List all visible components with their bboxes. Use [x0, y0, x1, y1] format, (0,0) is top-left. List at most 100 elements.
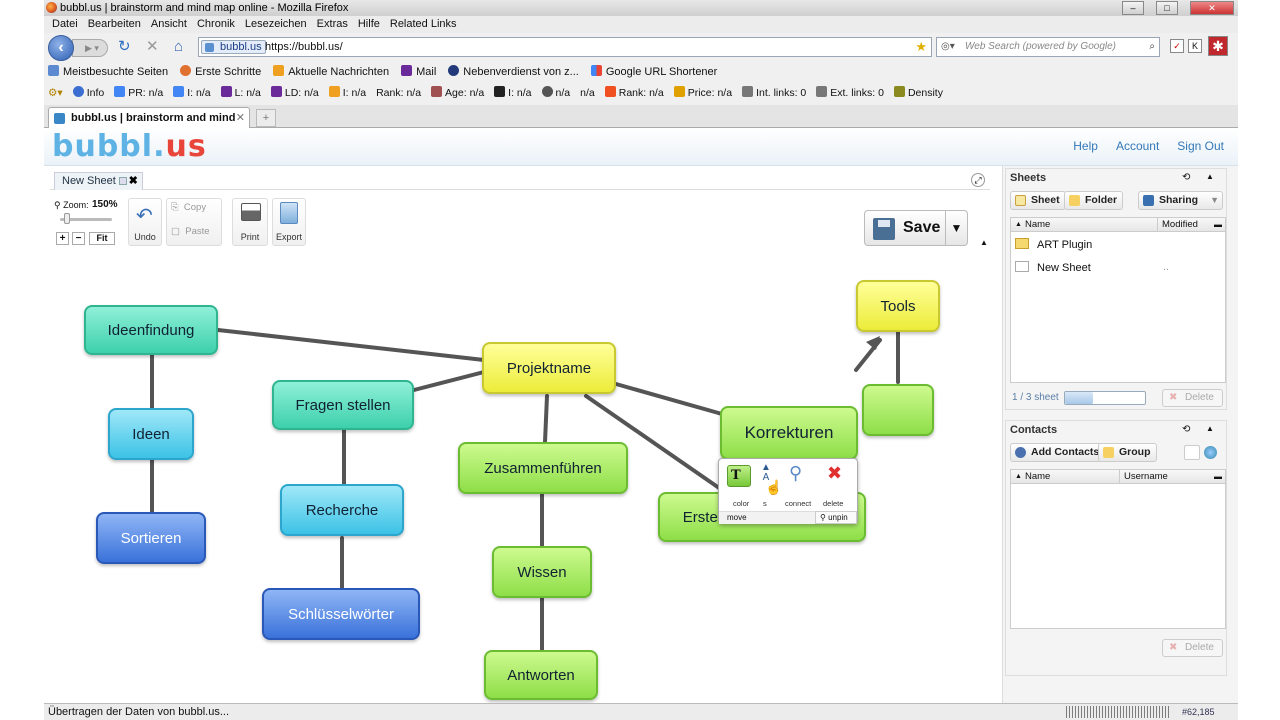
menu-bearbeiten[interactable]: Bearbeiten	[87, 18, 141, 30]
zoom-fit-button[interactable]: Fit	[89, 232, 115, 245]
mindmap-node[interactable]: Ideenfindung	[84, 305, 218, 355]
seo-item[interactable]: Rank: n/a	[604, 83, 664, 103]
column-menu-icon[interactable]: ▬	[1214, 472, 1222, 481]
status-icon[interactable]	[1204, 446, 1217, 459]
menu-ansicht[interactable]: Ansicht	[150, 18, 187, 30]
help-link[interactable]: Help	[1073, 139, 1098, 153]
mindmap-node[interactable]: Tools	[856, 280, 940, 332]
mindmap-node-empty[interactable]	[862, 384, 934, 436]
bookmark-item[interactable]: Mail	[401, 63, 436, 81]
mindmap-node[interactable]: Zusammenführen	[458, 442, 628, 494]
zoom-in-button[interactable]: +	[56, 232, 69, 245]
sheet-row[interactable]: New Sheet..	[1015, 261, 1169, 274]
gear-icon[interactable]: ⚙▾	[48, 87, 63, 99]
unpin-button[interactable]: ⚲ unpin	[815, 511, 857, 524]
menu-extras[interactable]: Extras	[316, 18, 348, 30]
seo-item[interactable]: Int. links: 0	[742, 83, 806, 103]
mindmap-node[interactable]: Projektname	[482, 342, 616, 394]
bookmark-item[interactable]: Aktuelle Nachrichten	[273, 63, 389, 81]
maximize-button[interactable]: □	[1156, 1, 1178, 15]
seo-item[interactable]: I: n/a	[494, 83, 532, 103]
bookmark-item[interactable]: Erste Schritte	[180, 63, 261, 81]
account-link[interactable]: Account	[1115, 139, 1160, 153]
column-header-username[interactable]: Username	[1119, 470, 1168, 483]
seo-item[interactable]: Ext. links: 0	[816, 83, 884, 103]
address-bar[interactable]: bubbl.us https://bubbl.us/ ★	[198, 37, 932, 57]
mindmap-node[interactable]: Fragen stellen	[272, 380, 414, 430]
close-window-button[interactable]: ✕	[1190, 1, 1234, 15]
seo-item[interactable]: I: n/a	[173, 83, 211, 103]
save-dropdown-icon[interactable]: ▼	[945, 211, 967, 245]
stop-icon[interactable]: ✕	[146, 38, 159, 55]
delete-sheet-button[interactable]: Delete	[1162, 389, 1223, 407]
group-button[interactable]: Group	[1098, 443, 1157, 462]
seo-item[interactable]: Info	[72, 83, 104, 103]
seo-item[interactable]: LD: n/a	[270, 83, 319, 103]
addon-puzzle-icon[interactable]: ✱	[1208, 36, 1228, 56]
column-header-name[interactable]: Name	[1025, 219, 1051, 230]
refresh-icon[interactable]: ⟲	[1182, 424, 1191, 435]
reload-icon[interactable]: ↻	[118, 38, 131, 55]
fullscreen-icon[interactable]: ⤢	[971, 173, 985, 187]
refresh-icon[interactable]: ⟲	[1182, 172, 1191, 183]
undo-button[interactable]: ↶ Undo	[128, 198, 162, 246]
minimize-button[interactable]: –	[1122, 1, 1144, 15]
mindmap-node[interactable]: Recherche	[280, 484, 404, 536]
menu-datei[interactable]: Datei	[52, 18, 78, 30]
site-identity-badge[interactable]: bubbl.us	[201, 40, 266, 54]
menu-lesezeichen[interactable]: Lesezeichen	[244, 18, 307, 30]
menu-hilfe[interactable]: Hilfe	[357, 18, 380, 30]
mind-map-canvas[interactable]: Ideenfindung Ideen Sortieren Fragen stel…	[44, 248, 1000, 703]
seo-item[interactable]: Density	[893, 83, 943, 103]
move-handle[interactable]: move	[719, 511, 815, 524]
save-button[interactable]: Save ▼	[864, 210, 968, 246]
column-header-name[interactable]: Name	[1025, 471, 1051, 482]
web-search-input[interactable]: ◎▾ Web Search (powered by Google) ⌕	[936, 37, 1160, 57]
back-button[interactable]: ‹	[48, 35, 74, 61]
bookmark-item[interactable]: Meistbesuchte Seiten	[48, 63, 168, 81]
text-color-icon[interactable]: T	[727, 465, 751, 487]
delete-icon[interactable]: ✖	[827, 463, 843, 483]
new-folder-button[interactable]: Folder	[1064, 191, 1124, 210]
seo-item[interactable]: PR: n/a	[114, 83, 163, 103]
seo-item[interactable]: n/a	[541, 83, 570, 103]
sheet-tab-square-icon[interactable]	[118, 177, 127, 185]
search-engine-icon[interactable]: ◎▾	[941, 41, 955, 52]
forward-button[interactable]: ▶ ▾	[72, 39, 108, 57]
mindmap-node[interactable]: Schlüsselwörter	[262, 588, 420, 640]
sharing-dropdown-icon[interactable]: ▼	[1210, 195, 1220, 205]
bookmark-item[interactable]: Nebenverdienst von z...	[448, 63, 579, 81]
zoom-slider[interactable]	[60, 218, 112, 221]
sharing-button[interactable]: Sharing▼	[1138, 191, 1224, 210]
bubbl-logo[interactable]: bubbl.us	[52, 129, 207, 164]
resize-icon[interactable]: ▲A	[761, 462, 771, 483]
new-tab-button[interactable]: +	[256, 109, 276, 127]
home-icon[interactable]: ⌂	[174, 38, 184, 55]
mindmap-node[interactable]: Ideen	[108, 408, 194, 460]
sheet-pager-scrollbar[interactable]	[1064, 391, 1146, 405]
sort-icon[interactable]: ▲	[1015, 221, 1022, 228]
sort-icon[interactable]: ▲	[1015, 473, 1022, 480]
mindmap-node[interactable]: Sortieren	[96, 512, 206, 564]
new-sheet-button[interactable]: Sheet	[1010, 191, 1066, 210]
browser-tab-bubbl[interactable]: bubbl.us | brainstorm and mind map ... ✕	[48, 107, 250, 144]
mindmap-node-selected[interactable]: Korrekturen	[720, 406, 858, 460]
column-menu-icon[interactable]: ▬	[1214, 220, 1222, 229]
menu-related-links[interactable]: Related Links	[389, 18, 457, 30]
close-tab-icon[interactable]: ✕	[235, 112, 245, 124]
pager-thumb[interactable]	[1065, 392, 1093, 404]
collapse-icon[interactable]: ▲	[1206, 424, 1214, 433]
chat-icon[interactable]	[1184, 445, 1200, 460]
seo-item[interactable]: L: n/a	[220, 83, 261, 103]
seo-item[interactable]: n/a	[580, 87, 595, 99]
delete-contact-button[interactable]: Delete	[1162, 639, 1223, 657]
collapse-icon[interactable]: ▲	[1206, 172, 1214, 181]
seo-item[interactable]: Age: n/a	[431, 83, 484, 103]
mindmap-node[interactable]: Antworten	[484, 650, 598, 700]
addon-icon-2[interactable]: K	[1188, 39, 1202, 53]
collapse-toolbar-icon[interactable]: ▲	[980, 238, 988, 247]
connect-icon[interactable]: ⚲	[789, 463, 803, 483]
zoom-out-button[interactable]: −	[72, 232, 85, 245]
menu-chronik[interactable]: Chronik	[196, 18, 235, 30]
seo-item[interactable]: I: n/a	[328, 83, 366, 103]
